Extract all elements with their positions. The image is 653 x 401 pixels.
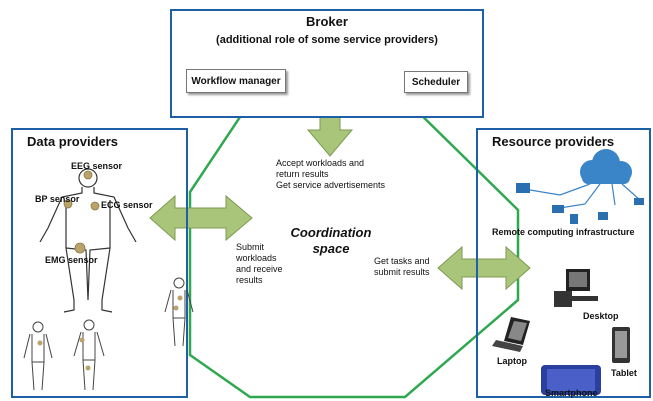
broker-box: Broker (additional role of some service … bbox=[170, 9, 484, 118]
workflow-manager-label: Workflow manager bbox=[186, 69, 286, 93]
coordination-octagon bbox=[188, 100, 520, 399]
resource-flow-line-2: submit results bbox=[374, 267, 430, 277]
human-figure-main bbox=[39, 168, 137, 313]
scheduler-label: Scheduler bbox=[404, 71, 468, 93]
resource-flow-line-1: Get tasks and bbox=[374, 256, 430, 266]
resource-providers-title: Resource providers bbox=[492, 134, 615, 149]
broker-flow-line-1: Accept workloads and bbox=[276, 158, 365, 168]
broker-title: Broker bbox=[306, 14, 348, 29]
network-devices-icon bbox=[516, 183, 644, 224]
cloud-icon bbox=[529, 149, 641, 209]
desktop-icon bbox=[554, 269, 598, 307]
resource-double-arrow bbox=[437, 245, 531, 291]
eeg-sensor-label: EEG sensor bbox=[71, 161, 123, 171]
ecg-sensor-label: ECG sensor bbox=[101, 200, 153, 210]
emg-sensor-label: EMG sensor bbox=[45, 255, 98, 265]
data-providers-box: Data providers bbox=[11, 128, 188, 398]
remote-computing-label: Remote computing infrastructure bbox=[492, 227, 635, 237]
human-figure-small-3 bbox=[164, 277, 194, 347]
laptop-icon bbox=[492, 317, 530, 352]
broker-flow-line-3: Get service advertisements bbox=[276, 180, 386, 190]
eeg-sensor-dot bbox=[83, 170, 93, 180]
human-figure-small-2 bbox=[73, 319, 105, 391]
broker-flow-line-2: return results bbox=[276, 169, 329, 179]
bp-sensor-dot bbox=[63, 199, 73, 209]
human-figure-small-1 bbox=[23, 321, 53, 391]
data-providers-title: Data providers bbox=[27, 134, 119, 149]
data-flow-line-3: and receive bbox=[236, 264, 283, 274]
small-figure-2-sensor-b bbox=[85, 365, 91, 371]
small-figure-2-sensor-a bbox=[79, 337, 85, 343]
bp-sensor-label: BP sensor bbox=[35, 194, 80, 204]
tablet-label: Tablet bbox=[611, 368, 637, 378]
resource-providers-box: Resource providers bbox=[476, 128, 651, 398]
laptop-label: Laptop bbox=[497, 356, 527, 366]
emg-sensor-dot bbox=[74, 242, 86, 254]
coordination-title-line-2: space bbox=[312, 241, 350, 256]
smartphone-label: Smartphone bbox=[545, 388, 598, 398]
data-flow-line-2: workloads bbox=[236, 253, 277, 263]
data-double-arrow bbox=[149, 194, 253, 242]
small-figure-3-sensor-a bbox=[177, 295, 183, 301]
tablet-icon bbox=[612, 327, 630, 363]
smartphone-icon bbox=[541, 365, 601, 395]
coordination-title-line-1: Coordination bbox=[290, 225, 372, 240]
data-flow-line-4: results bbox=[236, 275, 263, 285]
small-figure-1-sensor bbox=[37, 340, 43, 346]
small-figure-3-sensor-b bbox=[173, 305, 179, 311]
broker-subtitle: (additional role of some service provide… bbox=[216, 34, 438, 46]
ecg-sensor-dot bbox=[90, 201, 100, 211]
desktop-label: Desktop bbox=[583, 311, 619, 321]
data-flow-line-1: Submit bbox=[236, 242, 265, 252]
